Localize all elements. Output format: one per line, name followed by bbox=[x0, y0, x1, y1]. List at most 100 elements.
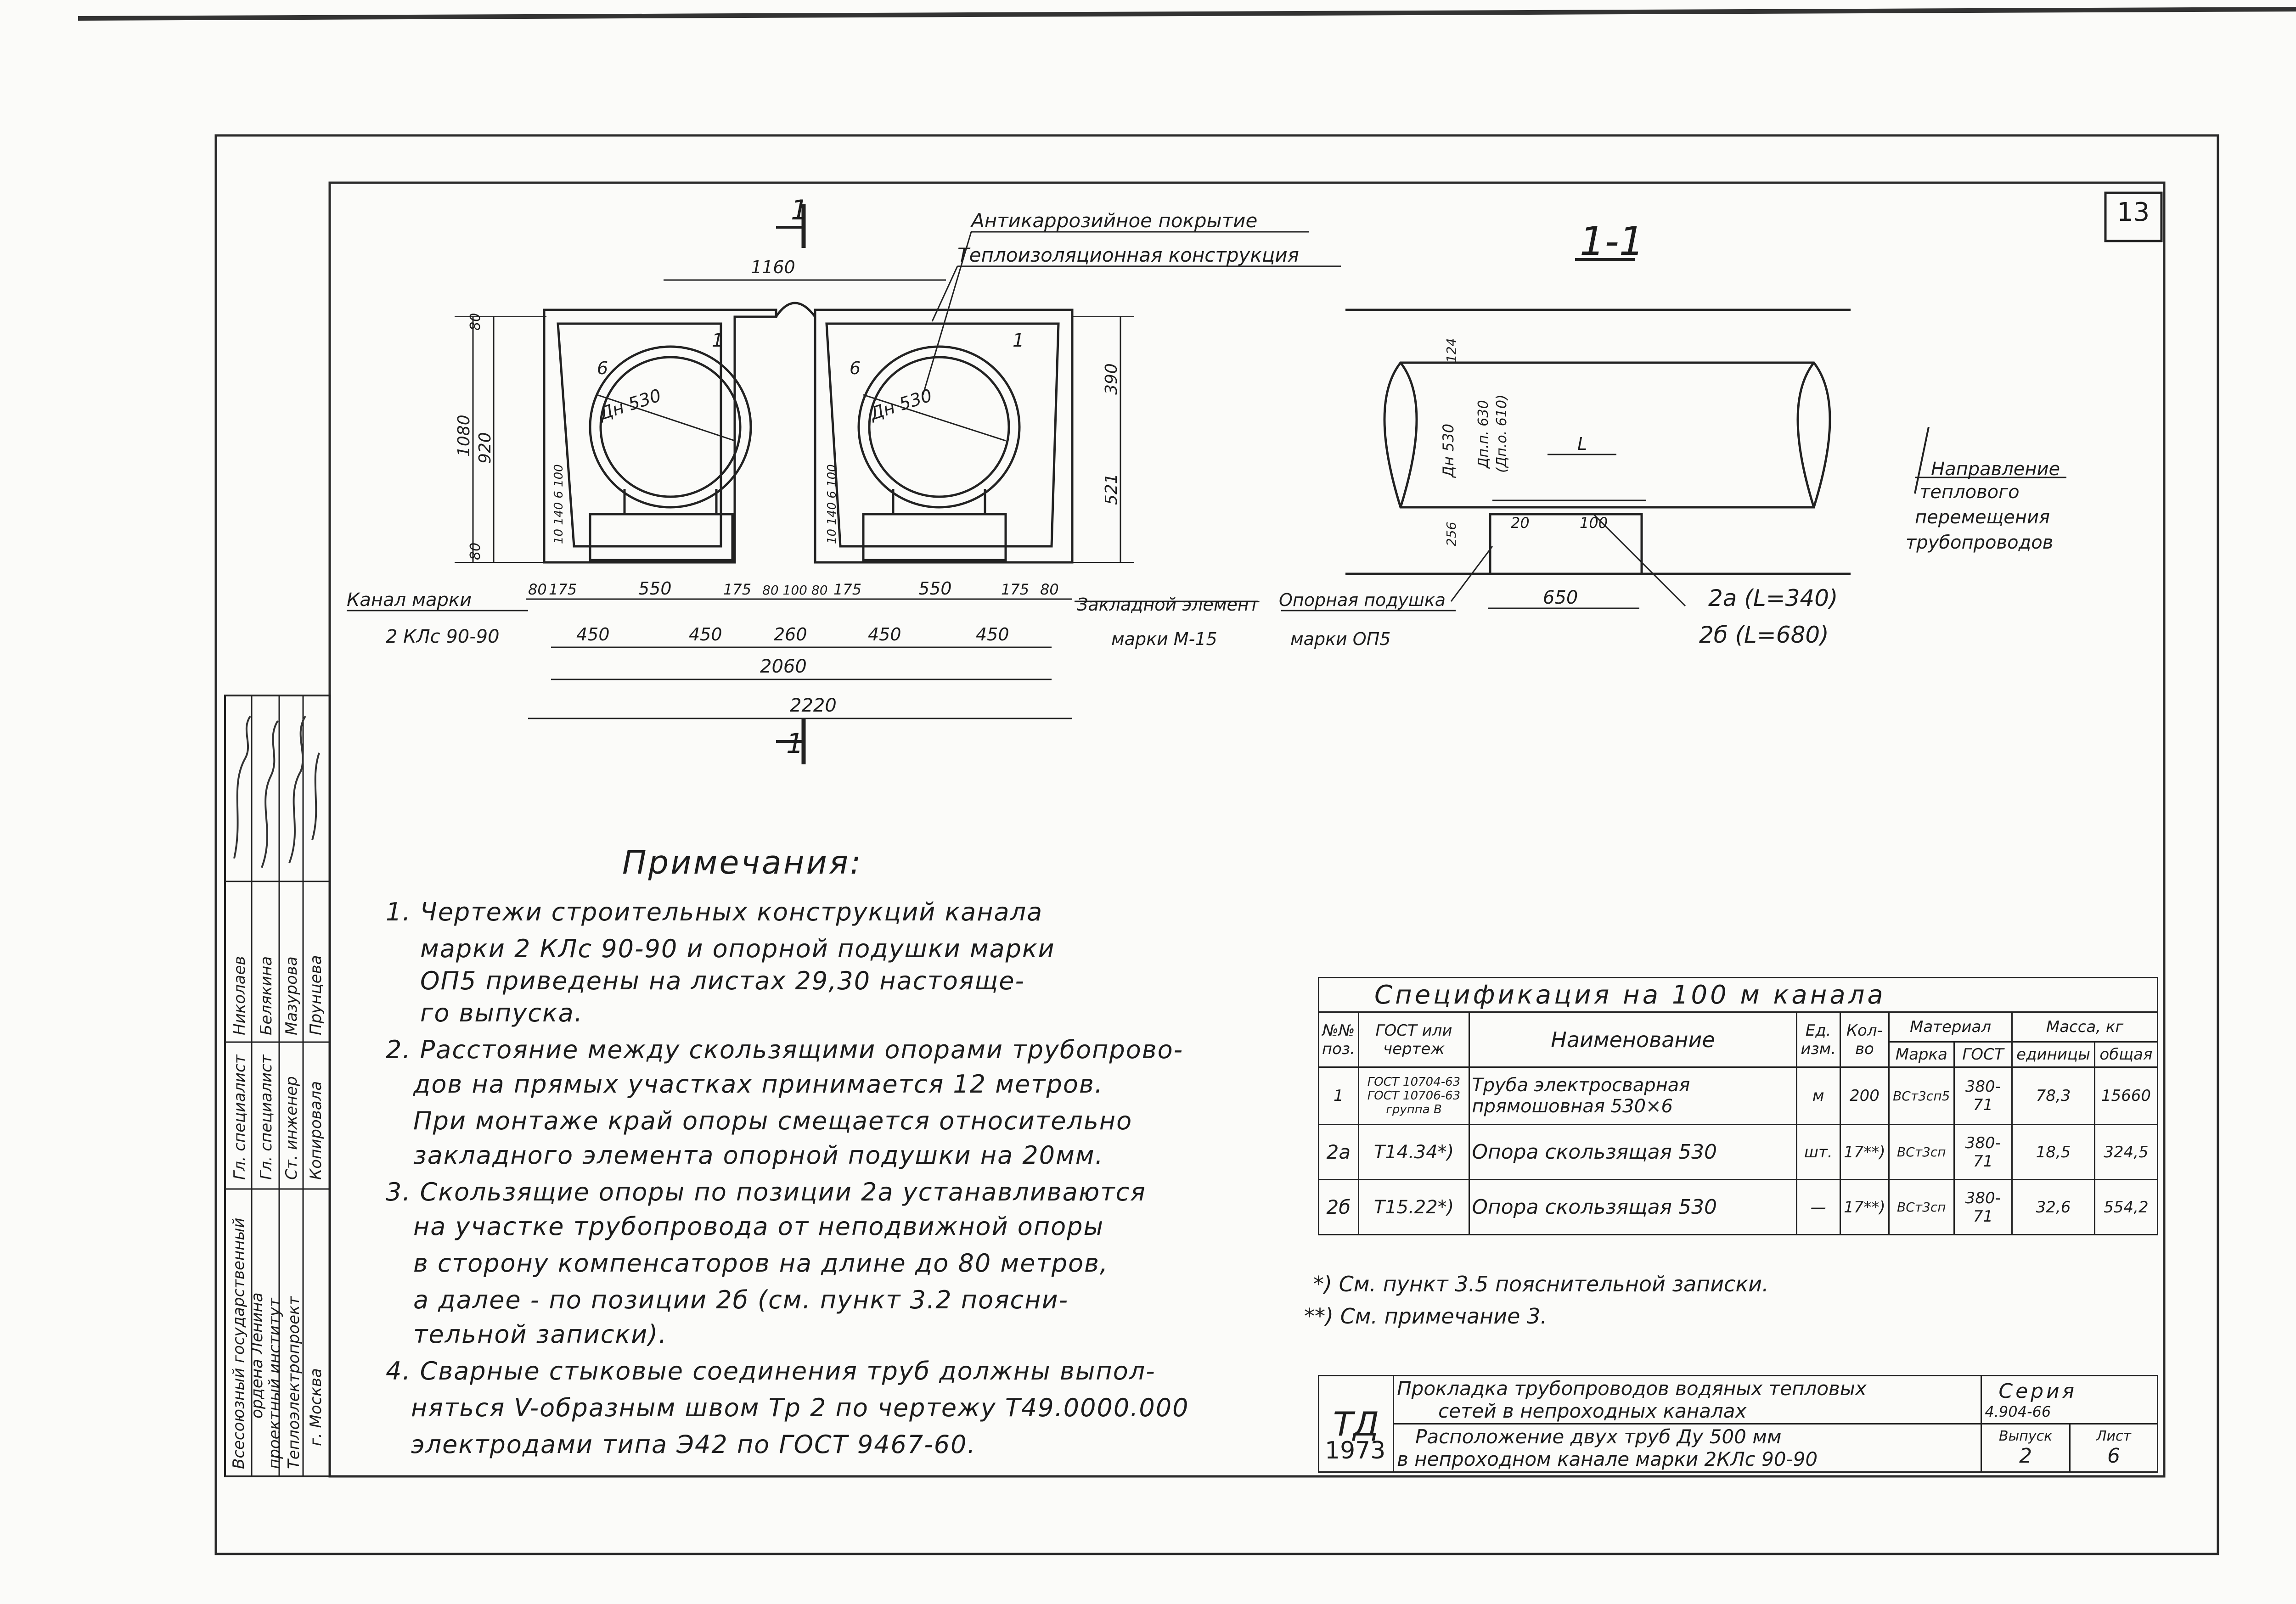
note-line: а далее - по позиции 2б (см. пункт 3.2 п… bbox=[413, 1285, 1069, 1314]
note-line: ОП5 приведены на листах 29,30 настояще- bbox=[420, 966, 1025, 995]
spec-cell: 17**) bbox=[1839, 1179, 1890, 1235]
spec-cell: ВСт3сп5 bbox=[1888, 1066, 1955, 1125]
spec-cell: 17**) bbox=[1839, 1124, 1890, 1180]
spec-cell: ВСт3сп bbox=[1888, 1179, 1955, 1235]
dim-L: L bbox=[1577, 434, 1587, 454]
dim-450-d: 450 bbox=[976, 624, 1009, 645]
spec-cell: Опора скользящая 530 bbox=[1469, 1179, 1797, 1235]
stamp-role: Гл. специалист bbox=[257, 1054, 276, 1180]
note-line: марки 2 КЛс 90-90 и опорной подушки марк… bbox=[420, 934, 1055, 963]
spec-cell: 18,5 bbox=[2011, 1124, 2095, 1180]
footnote: **) См. примечание 3. bbox=[1304, 1304, 1547, 1329]
section-mark-top: 1 bbox=[791, 194, 808, 226]
dim-650: 650 bbox=[1543, 587, 1578, 608]
series-cell: Серия 4.904-66 bbox=[1981, 1375, 2158, 1425]
stamp-name: Николаев bbox=[231, 956, 249, 1035]
direction-line4: трубопроводов bbox=[1906, 532, 2053, 553]
specification-table: Спецификация на 100 м канала №№ поз. ГОС… bbox=[1318, 977, 2159, 1235]
spec-header-material: Материал bbox=[1888, 1011, 2013, 1043]
spec-cell: 380-71 bbox=[1953, 1179, 2013, 1235]
pad-mark: марки ОП5 bbox=[1290, 629, 1390, 649]
note-line: 2. Расстояние между скользящими опорами … bbox=[386, 1035, 1184, 1064]
dim-2220: 2220 bbox=[790, 695, 837, 716]
note-line: При монтаже край опоры смещается относит… bbox=[413, 1106, 1133, 1135]
insulation-label: Теплоизоляционная конструкция bbox=[957, 244, 1299, 266]
dim-support-right: 10 140 6 100 bbox=[825, 464, 839, 544]
dim-dpp: Дп.п. 630 bbox=[1475, 400, 1491, 469]
sheet-cell: Лист 6 bbox=[2069, 1423, 2159, 1473]
spec-cell: 78,3 bbox=[2011, 1066, 2095, 1125]
dim-20: 20 bbox=[1511, 514, 1530, 532]
stamp-role: Копировала bbox=[307, 1081, 325, 1180]
sheet-label: Лист bbox=[2096, 1428, 2131, 1444]
section-title: 1-1 bbox=[1580, 219, 1644, 264]
dim-80-b: 80 bbox=[1040, 581, 1059, 598]
note-line: на участке трубопровода от неподвижной о… bbox=[413, 1212, 1104, 1241]
spec-cell: Т15.22*) bbox=[1357, 1179, 1470, 1235]
spec-cell: 15660 bbox=[2093, 1066, 2159, 1125]
note-line: тельной записки). bbox=[413, 1320, 668, 1349]
spec-header-gost: ГОСТ или чертеж bbox=[1357, 1011, 1470, 1068]
dim-support-left: 10 140 6 100 bbox=[552, 464, 566, 544]
spec-cell: Труба электросварная прямошовная 530×6 bbox=[1469, 1066, 1797, 1125]
title-line: Прокладка трубопроводов водяных тепловых bbox=[1397, 1377, 1867, 1400]
series-label: Серия bbox=[1998, 1379, 2077, 1403]
spec-cell: 324,5 bbox=[2093, 1124, 2159, 1180]
dim-1080: 1080 bbox=[455, 415, 473, 457]
spec-cell: шт. bbox=[1795, 1124, 1841, 1180]
dim-dn530: Дн 530 bbox=[1440, 424, 1457, 478]
pad-label: Опорная подушка bbox=[1279, 590, 1446, 610]
note-line: няться V-образным швом Тр 2 по чертежу Т… bbox=[411, 1393, 1189, 1422]
pipe-pos-right: 1 bbox=[1013, 330, 1024, 351]
dim-124: 124 bbox=[1444, 338, 1459, 363]
spec-cell: 2а bbox=[1318, 1124, 1359, 1180]
spec-header-unit-mass: единицы bbox=[2011, 1041, 2095, 1068]
dim-920: 920 bbox=[476, 432, 495, 464]
spec-cell: 200 bbox=[1839, 1066, 1890, 1125]
title-main: Прокладка трубопроводов водяных тепловых… bbox=[1393, 1375, 1982, 1425]
spec-header-total: общая bbox=[2093, 1041, 2159, 1068]
note-line: электродами типа Э42 по ГОСТ 9467-60. bbox=[411, 1430, 976, 1459]
spec-cell: Опора скользящая 530 bbox=[1469, 1124, 1797, 1180]
pos-2a: 2а (L=340) bbox=[1708, 585, 1838, 611]
direction-line2: теплового bbox=[1919, 482, 2020, 503]
section-mark-bottom: 1 bbox=[786, 728, 804, 760]
issue-value: 2 bbox=[2019, 1444, 2032, 1468]
embedded-mark: марки М-15 bbox=[1111, 629, 1217, 649]
spec-cell: — bbox=[1795, 1179, 1841, 1235]
series-value: 4.904-66 bbox=[1985, 1402, 2051, 1420]
org-line: г. Москва bbox=[307, 1368, 325, 1446]
dim-521: 521 bbox=[1102, 473, 1121, 505]
stamp-role: Гл. специалист bbox=[231, 1054, 249, 1180]
spec-cell: м bbox=[1795, 1066, 1841, 1125]
notes-title: Примечания: bbox=[622, 844, 863, 881]
spec-cell: Т14.34*) bbox=[1357, 1124, 1470, 1180]
spec-header-unit: Ед. изм. bbox=[1795, 1011, 1841, 1068]
note-line: в сторону компенсаторов на длине до 80 м… bbox=[413, 1249, 1109, 1278]
spec-header-qty: Кол-во bbox=[1839, 1011, 1890, 1068]
note-line: 3. Скользящие опоры по позиции 2а устана… bbox=[386, 1178, 1146, 1206]
title-code: ТД bbox=[1317, 1375, 1395, 1473]
stamp-name: Прунцева bbox=[307, 955, 325, 1035]
stamp-role: Ст. инженер bbox=[282, 1076, 301, 1180]
stamp-name: Белякина bbox=[257, 956, 276, 1035]
dim-dpo: (Дп.о. 610) bbox=[1494, 394, 1510, 473]
dim-80-top: 80 bbox=[467, 313, 484, 331]
title-sub: Расположение двух труб Ду 500 мм в непро… bbox=[1393, 1423, 1982, 1473]
note-line: 4. Сварные стыковые соединения труб долж… bbox=[386, 1357, 1156, 1385]
dim-256: 256 bbox=[1444, 522, 1459, 546]
dim-1160: 1160 bbox=[751, 257, 795, 277]
dim-175-a: 175 bbox=[549, 581, 577, 598]
spec-cell: ВСт3сп bbox=[1888, 1124, 1955, 1180]
dim-2060: 2060 bbox=[760, 656, 807, 677]
org-line: проектный институт bbox=[265, 1298, 284, 1469]
dim-550-a: 550 bbox=[638, 578, 672, 599]
dim-175-d: 175 bbox=[1001, 581, 1029, 598]
direction-line3: перемещения bbox=[1915, 507, 2050, 528]
channel-label: Канал марки bbox=[347, 589, 472, 611]
spec-row: 2а Т14.34*) Опора скользящая 530 шт. 17*… bbox=[1318, 1124, 2159, 1180]
title-line: сетей в непроходных каналах bbox=[1438, 1400, 1747, 1422]
spec-row: 2б Т15.22*) Опора скользящая 530 — 17**)… bbox=[1318, 1179, 2159, 1235]
